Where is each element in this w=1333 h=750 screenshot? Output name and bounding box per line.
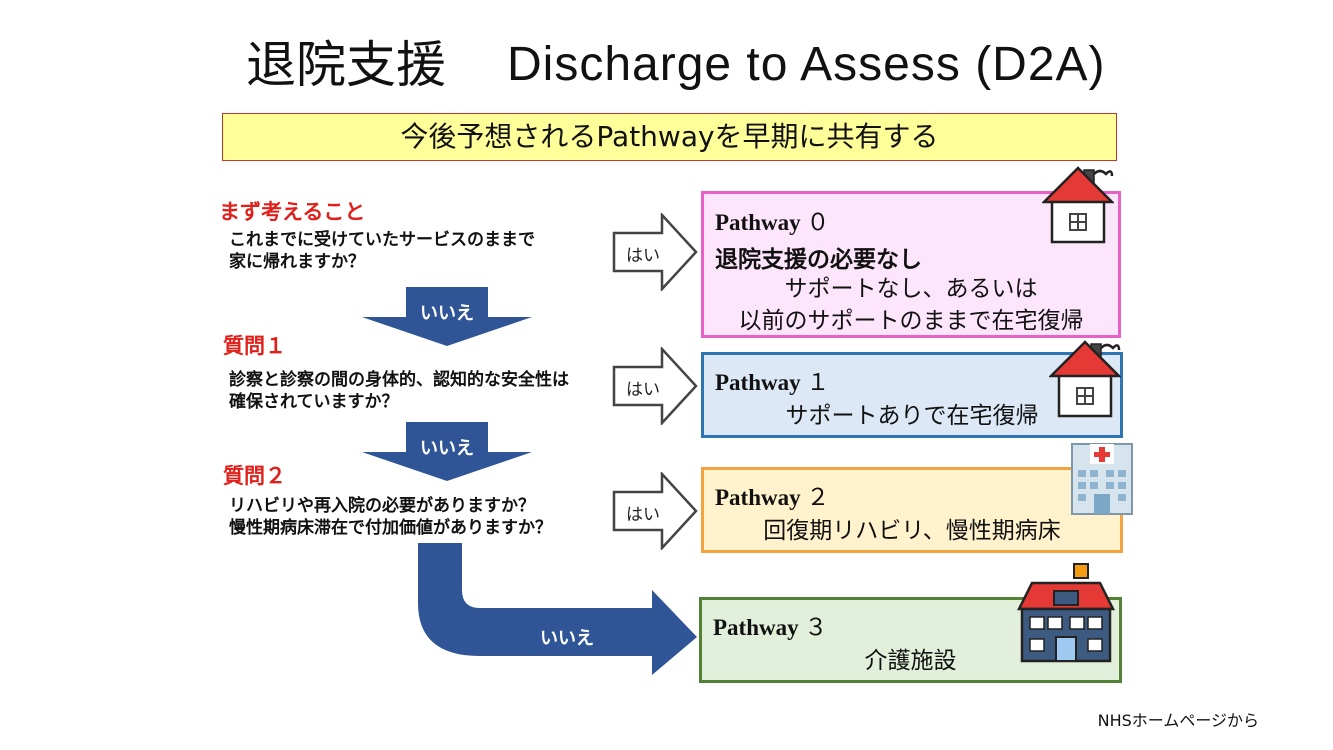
question-heading-2: 質問２ (223, 464, 286, 488)
question-heading-first: まず考えること (219, 200, 366, 224)
pathway-box-2: Pathway ２ 回復期リハビリ、慢性期病床 (701, 467, 1123, 553)
no-label-1: いいえ (420, 303, 474, 324)
down-arrow-icon (362, 287, 532, 346)
pathway-box-1: Pathway １ サポートありで在宅復帰 (701, 352, 1123, 438)
pathway-title: Pathway ３ (713, 615, 828, 641)
pathway-subtitle: 退院支援の必要なし (715, 247, 922, 273)
yes-label-0: はい (626, 246, 660, 266)
right-arrow-icon (612, 472, 698, 550)
pathway-body: 回復期リハビリ、慢性期病床 (763, 518, 1061, 544)
pathway-title: Pathway １ (715, 370, 830, 396)
no-label-3: いいえ (540, 628, 594, 649)
pathway-title: Pathway ０ (715, 210, 830, 236)
question-heading-1: 質問１ (223, 334, 286, 358)
pathway-body: サポートなし、あるいは 以前のサポートのままで在宅復帰 (738, 276, 1084, 334)
house-icon (1049, 340, 1121, 418)
care-facility-icon (1016, 563, 1116, 663)
pathway-title: Pathway ２ (715, 485, 830, 511)
source-note: NHSホームページから (1097, 711, 1259, 730)
pathway-body: サポートありで在宅復帰 (785, 403, 1039, 429)
right-arrow-icon (612, 213, 698, 291)
right-arrow-icon (612, 347, 698, 425)
no-label-2: いいえ (420, 438, 474, 459)
hospital-icon (1071, 443, 1133, 515)
question-text-1: 診察と診察の間の身体的、認知的な安全性は 確保されていますか？ (229, 370, 569, 412)
bent-arrow-icon (418, 543, 697, 675)
question-text-first: これまでに受けていたサービスのままで 家に帰れますか？ (229, 230, 535, 272)
pathway-box-0: Pathway ０ 退院支援の必要なし サポートなし、あるいは 以前のサポートの… (701, 191, 1121, 338)
down-arrow-icon (362, 422, 532, 481)
question-text-2: リハビリや再入院の必要がありますか？ 慢性期病床滞在で付加価値がありますか？ (229, 496, 552, 538)
title-japanese: 退院支援 (246, 36, 446, 94)
banner: 今後予想されるPathwayを早期に共有する (222, 113, 1117, 161)
house-icon (1042, 166, 1114, 244)
pathway-body: 介護施設 (864, 648, 957, 674)
yes-label-2: はい (626, 505, 660, 525)
yes-label-1: はい (626, 380, 660, 400)
title-english: Discharge to Assess (D2A) (507, 38, 1106, 91)
